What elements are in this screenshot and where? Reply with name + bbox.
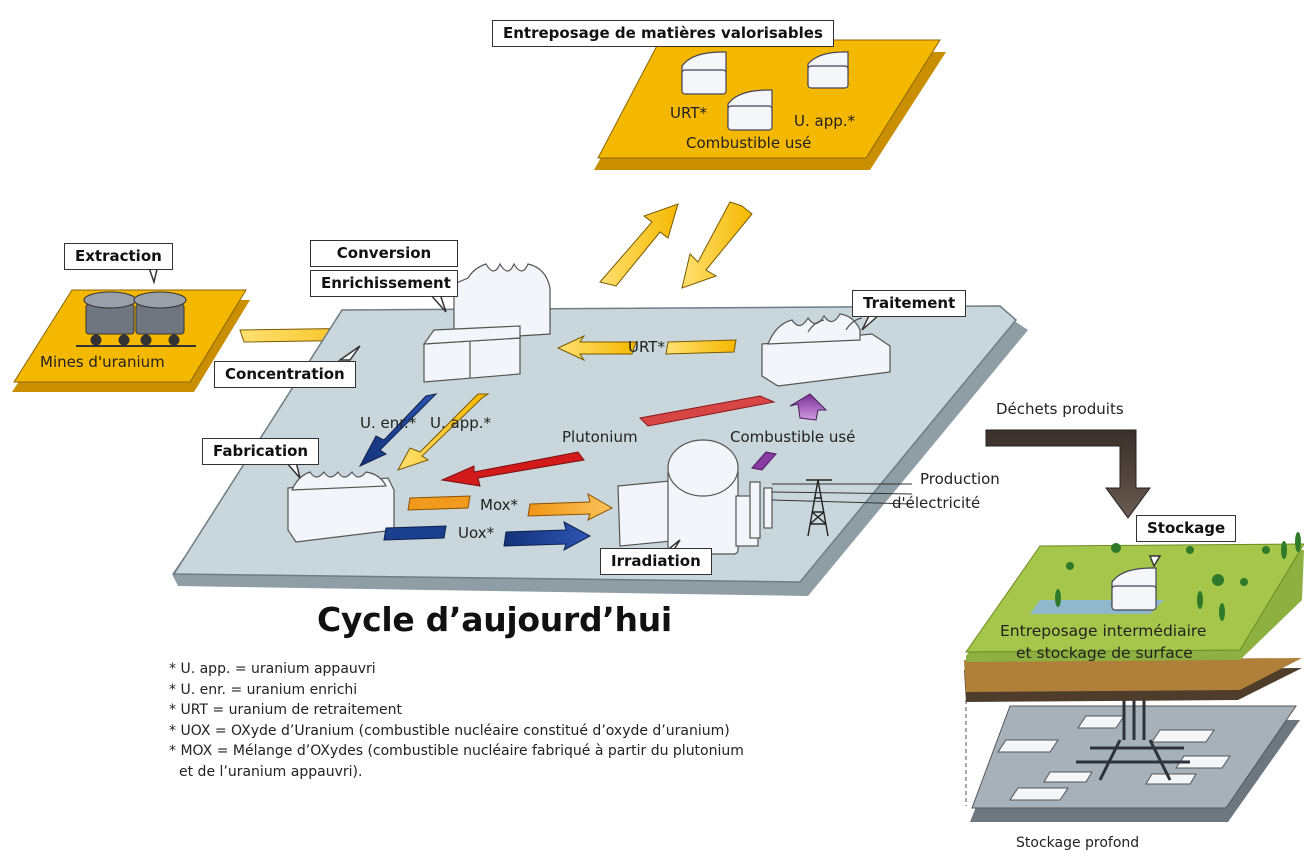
label-uox: Uox* [458, 524, 495, 542]
footnote: * UOX = OXyde d’Uranium (combustible nuc… [169, 722, 730, 739]
label-urt-flow: URT* [628, 338, 665, 356]
arrow-uenr [358, 393, 438, 468]
arrow-plutonium-upper [638, 395, 776, 427]
arrow-urt-head [556, 334, 637, 362]
label-entreposage-interm-2: et stockage de surface [1016, 644, 1193, 662]
arrow-mox-right [527, 492, 614, 521]
label-production-2: d'électricité [892, 494, 981, 512]
pylon-icon [806, 479, 832, 537]
label-uenr: U. enr.* [360, 414, 417, 432]
treatment-building [761, 313, 891, 387]
page-title: Cycle d’aujourd’hui [317, 600, 672, 639]
conversion-building [422, 262, 551, 383]
storage-platform-top [594, 39, 946, 170]
label-uapp: U. app.* [430, 414, 492, 432]
footnote: et de l’uranium appauvri). [179, 763, 363, 780]
arrow-uox-right [503, 521, 592, 552]
label-dechets: Déchets produits [996, 400, 1124, 418]
label-stockage: Stockage [1136, 515, 1237, 542]
label-extraction: Extraction [64, 243, 173, 270]
exchange-arrows [599, 201, 753, 289]
arrow-combustible-use-low [751, 451, 777, 471]
label-traitement: Traitement [852, 290, 967, 317]
footnote: * MOX = Mélange d’OXydes (combustible nu… [169, 743, 744, 759]
arrow-mox-left [407, 495, 471, 511]
mine-platform [12, 289, 250, 392]
arrow-dechets [985, 429, 1151, 519]
label-plutonium: Plutonium [562, 428, 638, 446]
label-entreposage-valorisables: Entreposage de matières valorisables [492, 20, 834, 47]
fabrication-building [287, 470, 395, 543]
footnotes: * U. app. = uranium appauvri * U. enr. =… [169, 659, 744, 782]
label-enrichissement: Enrichissement [310, 270, 458, 297]
label-fabrication: Fabrication [202, 438, 320, 465]
label-combustible-use: Combustible usé [730, 428, 856, 446]
label-mines: Mines d'uranium [40, 353, 165, 371]
arrow-uapp [396, 393, 490, 471]
footnote: * URT = uranium de retraitement [169, 702, 402, 718]
label-conversion: Conversion [310, 240, 458, 267]
arrow-combustible-use-up [789, 393, 828, 421]
label-combustible-use-top: Combustible usé [686, 134, 812, 152]
footnote: * U. enr. = uranium enrichi [169, 681, 358, 698]
label-entreposage-interm-1: Entreposage intermédiaire [1000, 622, 1207, 640]
arrow-uox-left [383, 525, 447, 541]
footnote: * U. app. = uranium appauvri [169, 661, 376, 677]
label-stockage-profond: Stockage profond [1016, 835, 1140, 851]
power-lines [771, 483, 913, 505]
arrow-plutonium-lower [440, 451, 585, 487]
label-urt-top: URT* [670, 104, 707, 122]
arrow-urt [665, 339, 737, 355]
label-irradiation: Irradiation [600, 548, 712, 575]
label-concentration: Concentration [214, 361, 356, 388]
reactor-building [617, 439, 773, 555]
label-uapp-top: U. app.* [794, 112, 856, 130]
stockage-site [964, 532, 1304, 822]
label-production-1: Production [920, 470, 1000, 488]
label-mox: Mox* [480, 496, 519, 514]
